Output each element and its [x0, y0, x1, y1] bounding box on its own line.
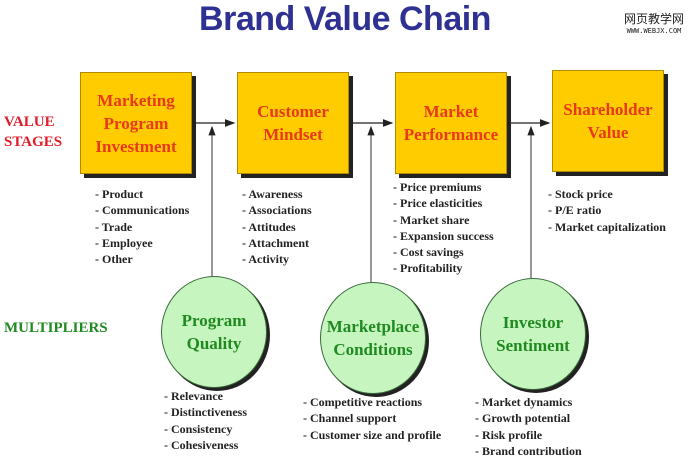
multiplier-line: Quality	[186, 334, 242, 353]
list-item: - Attachment	[242, 235, 309, 250]
list-item: - Cost savings	[393, 245, 464, 260]
value-stages-line1: VALUE	[4, 114, 55, 130]
multiplier-marketplace-conditions: Marketplace Conditions	[320, 282, 426, 394]
stage-line: Shareholder	[563, 100, 653, 119]
list-item: - Market share	[393, 212, 470, 227]
stage-line: Value	[587, 123, 629, 142]
list-item: - Market capitalization	[548, 219, 666, 234]
list-item: - Channel support	[303, 411, 397, 426]
multiplier-line: Marketplace	[326, 317, 420, 336]
stage-2-items: - Awareness - Associations - Attitudes -…	[242, 186, 312, 267]
list-item: - Expansion success	[393, 228, 494, 243]
stage-line: Customer	[257, 102, 329, 121]
stage-line: Investment	[95, 136, 177, 156]
multiplier-program-quality: Program Quality	[161, 276, 267, 388]
list-item: - Profitability	[393, 261, 463, 276]
list-item: - Price premiums	[393, 180, 482, 194]
list-item: - Cohesiveness	[164, 437, 239, 452]
list-item: - Product	[95, 187, 144, 201]
list-item: - Attitudes	[242, 219, 296, 234]
list-item: - Competitive reactions	[303, 395, 423, 409]
multiplier-1-items: - Relevance - Distinctiveness - Consiste…	[164, 388, 247, 453]
multipliers-label: MULTIPLIERS	[4, 320, 108, 336]
list-item: - Other	[95, 252, 133, 267]
list-item: - Risk profile	[475, 427, 543, 442]
list-item: - Relevance	[164, 389, 223, 403]
watermark-line1: 网页教学网	[623, 12, 684, 26]
stage-4-items: - Stock price - P/E ratio - Market capit…	[548, 186, 666, 235]
list-item: - Growth potential	[475, 411, 571, 426]
value-stages-label: VALUE STAGES	[4, 112, 62, 152]
diagram-title: Brand Value Chain	[199, 0, 491, 38]
list-item: - Stock price	[548, 187, 613, 201]
stage-shareholder-value: Shareholder Value	[552, 70, 664, 172]
multiplier-line: Conditions	[333, 340, 413, 359]
stage-line: Mindset	[263, 125, 323, 144]
stage-customer-mindset: Customer Mindset	[237, 72, 349, 174]
watermark: 网页教学网 WWW.WEBJX.COM	[624, 10, 684, 35]
stage-line: Performance	[403, 125, 499, 144]
list-item: - Consistency	[164, 421, 233, 436]
stage-1-items: - Product - Communications - Trade - Emp…	[95, 186, 189, 267]
value-stages-line2: STAGES	[4, 134, 63, 150]
multiplier-investor-sentiment: Investor Sentiment	[480, 278, 586, 390]
stage-marketing-program-investment: Marketing Program Investment	[80, 72, 192, 174]
stage-line: Marketing	[97, 90, 175, 110]
list-item: - Trade	[95, 219, 133, 234]
list-item: - Customer size and profile	[303, 427, 442, 442]
list-item: - Market dynamics	[475, 395, 573, 409]
stage-line: Market	[423, 102, 479, 121]
stage-3-items: - Price premiums - Price elasticities - …	[393, 179, 494, 277]
multiplier-line: Investor	[502, 313, 564, 332]
list-item: - Price elasticities	[393, 196, 483, 211]
list-item: - Associations	[242, 203, 312, 218]
multiplier-line: Sentiment	[496, 336, 570, 355]
list-item: - Employee	[95, 235, 153, 250]
list-item: - Brand contribution	[475, 443, 582, 458]
list-item: - Communications	[95, 203, 190, 218]
stage-market-performance: Market Performance	[395, 72, 507, 174]
list-item: - Activity	[242, 252, 289, 267]
watermark-line2: WWW.WEBJX.COM	[626, 27, 682, 35]
list-item: - Distinctiveness	[164, 405, 247, 420]
list-item: - P/E ratio	[548, 203, 602, 218]
multiplier-3-items: - Market dynamics - Growth potential - R…	[475, 394, 582, 459]
multiplier-line: Program	[181, 311, 247, 330]
multiplier-2-items: - Competitive reactions - Channel suppor…	[303, 394, 441, 443]
list-item: - Awareness	[242, 187, 303, 201]
stage-line: Program	[103, 113, 169, 133]
